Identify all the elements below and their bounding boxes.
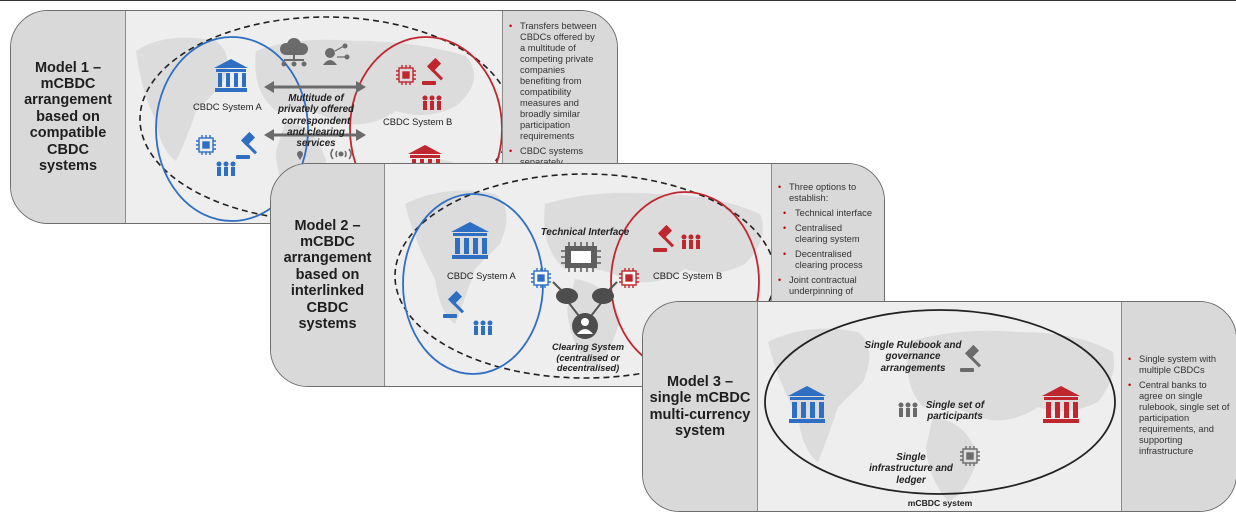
- bank-icon: [788, 386, 826, 423]
- model-3-footer-label: mCBDC system: [907, 498, 973, 508]
- bank-icon: [451, 222, 489, 259]
- model-2-technical-interface-label: Technical Interface: [540, 227, 630, 238]
- model-2-intro: Three options to establish:: [778, 182, 876, 204]
- chip-icon: [960, 446, 980, 466]
- model-3-map-svg: [764, 309, 1116, 502]
- model-3-infrastructure-label: Single infrastructure and ledger: [869, 452, 953, 486]
- arrangement-boundary: [394, 173, 771, 379]
- model-2-title: Model 2 – mCBDC arrangement based on int…: [283, 217, 372, 332]
- people-icon: [681, 234, 701, 249]
- technical-interface-chip-icon: [561, 242, 601, 272]
- model-1-title-panel: Model 1 – mCBDC arrangement based on com…: [11, 11, 126, 223]
- model-2-system-b-label: CBDC System B: [653, 270, 723, 281]
- gavel-icon: [422, 57, 444, 85]
- gavel-icon: [443, 290, 465, 318]
- model-2-map-svg: [394, 173, 771, 379]
- model-2-clearing-system-label: Clearing System (centralised or decentra…: [552, 342, 624, 374]
- model-2-bullet: Joint contractual underpinning of: [778, 275, 876, 297]
- model-3-title: Model 3 – single mCBDC multi-currency sy…: [649, 373, 751, 439]
- chip-icon: [396, 65, 416, 85]
- model-1-center-text: Multitude of privately offered correspon…: [277, 93, 355, 150]
- model-2-option: Technical interface: [778, 208, 876, 219]
- model-1-bullet: Transfers between CBDCs offered by a mul…: [509, 21, 601, 142]
- model-2-intro-list: Three options to establish:: [778, 182, 876, 204]
- model-3-rulebook-label: Single Rulebook and governance arrangeme…: [864, 340, 962, 374]
- model-3-diagram: Single Rulebook and governance arrangeme…: [758, 302, 1121, 511]
- mcbdc-system-boundary: [764, 309, 1116, 495]
- model-2-options: Technical interface Centralised clearing…: [778, 208, 876, 271]
- top-rule: [0, 0, 1236, 1]
- gavel-icon: [960, 344, 982, 372]
- model-2-option: Decentralised clearing process: [778, 249, 876, 271]
- model-3-notes-panel: Single system with multiple CBDCs Centra…: [1121, 302, 1236, 511]
- double-arrow: [264, 81, 366, 141]
- model-3-title-panel: Model 3 – single mCBDC multi-currency sy…: [643, 302, 758, 511]
- model-1-map-svg: [136, 16, 502, 222]
- model-1-title: Model 1 – mCBDC arrangement based on com…: [24, 59, 112, 174]
- model-2-notes: Three options to establish: Technical in…: [778, 182, 876, 301]
- model-2-title-panel: Model 2 – mCBDC arrangement based on int…: [271, 164, 385, 386]
- people-icon: [422, 95, 442, 110]
- gavel-icon: [653, 224, 675, 252]
- model-3-bullet: Single system with multiple CBDCs: [1128, 354, 1230, 376]
- user-network-icon: [323, 43, 350, 65]
- chip-icon: [196, 135, 216, 155]
- cloud-network-icon: [280, 38, 308, 67]
- people-icon: [473, 320, 493, 335]
- people-icon: [898, 402, 918, 417]
- gavel-icon: [236, 131, 258, 159]
- model-1-card: Model 1 – mCBDC arrangement based on com…: [10, 10, 618, 224]
- system-a-boundary: [155, 36, 309, 222]
- wireless-icon: [330, 148, 352, 160]
- model-1-system-b-label: CBDC System B: [383, 116, 453, 127]
- model-3-participants-label: Single set of participants: [925, 400, 985, 423]
- model-2-system-a-label: CBDC System A: [447, 270, 516, 281]
- chip-icon: [619, 268, 639, 288]
- people-icon: [216, 161, 236, 176]
- bank-icon: [1042, 386, 1080, 423]
- model-3-bullets: Single system with multiple CBDCs Centra…: [1128, 354, 1230, 461]
- bank-icon: [214, 59, 248, 92]
- model-2-bullets: Joint contractual underpinning of: [778, 275, 876, 297]
- model-1-system-a-label: CBDC System A: [193, 101, 262, 112]
- model-3-card: Model 3 – single mCBDC multi-currency sy…: [642, 301, 1236, 512]
- clearing-network: [552, 281, 618, 339]
- model-3-bullet: Central banks to agree on single ruleboo…: [1128, 380, 1230, 457]
- model-2-option: Centralised clearing system: [778, 223, 876, 245]
- chip-icon: [531, 268, 551, 288]
- location-pin-icon: [297, 151, 303, 160]
